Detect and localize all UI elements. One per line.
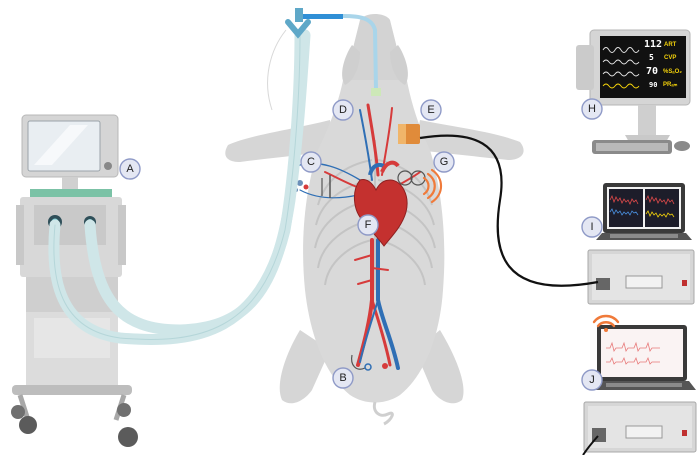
svg-text:I: I [590,221,593,233]
wireless-signal-icon [422,168,443,204]
svg-text:C: C [307,156,315,168]
monitor-spo2-label: %SₐO₂ [663,69,682,75]
laptop-j [588,325,696,390]
svg-text:D: D [339,104,347,116]
svg-text:G: G [440,156,449,168]
svg-text:B: B [339,372,346,384]
daq-unit-i [587,249,695,305]
patient-monitor: 112 ART 5 CVP 70 %SₐO₂ 90 PRₐₘ [576,29,691,154]
pig-body [225,14,524,426]
label-g: G [433,151,455,173]
label-f: F [357,214,379,236]
monitor-art-label: ART [664,42,677,48]
daq-cable-j [582,435,599,455]
daq-unit-j [583,401,697,453]
svg-text:H: H [588,103,596,115]
label-a: A [119,158,141,180]
skin-probe [398,124,420,144]
probe-cable [419,134,599,287]
monitor-pr-value: 90 [649,81,657,89]
vascular-system [291,103,421,370]
label-d: D [332,99,354,121]
monitor-spo2-value: 70 [646,66,658,77]
label-b: B [332,367,354,389]
laptop-i [596,183,692,240]
heart [354,160,408,247]
label-j: J [581,369,603,391]
femoral-catheter [351,354,388,371]
monitor-cvp-label: CVP [664,55,676,61]
wifi-signal-icon [592,314,620,332]
label-i: I [581,216,603,238]
svg-text:A: A [126,163,134,175]
monitor-pr-label: PRₐₘ [663,82,678,88]
monitor-art-value: 112 [644,39,662,50]
label-c: C [300,151,322,173]
label-e: E [420,99,442,121]
y-connector [267,8,381,111]
svg-text:J: J [589,374,595,386]
svg-text:E: E [427,104,434,116]
ventilator-tubing [48,29,311,345]
svg-text:F: F [365,219,372,231]
label-h: H [581,98,603,120]
ventilator [11,114,138,447]
monitor-cvp-value: 5 [649,53,654,62]
